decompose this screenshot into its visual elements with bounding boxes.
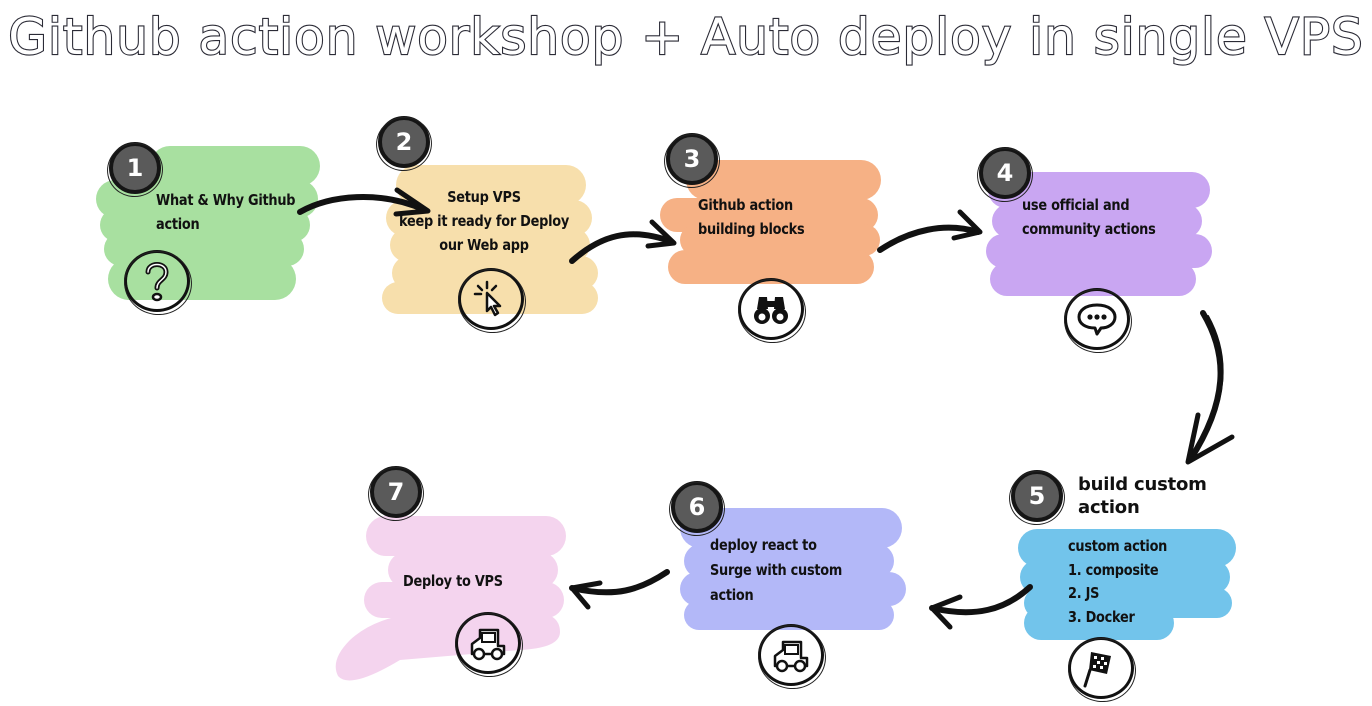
step-3-line: Github action [698,196,793,214]
step-5-heading-line: build custom [1078,474,1207,495]
arrow-1-to-2 [297,187,431,217]
step-1-label: What & Why Github action [156,188,295,236]
cursor-click-icon [458,268,524,330]
step-2-line: keep it ready for Deploy [398,212,570,230]
step-1-badge: 1 [109,142,161,194]
chat-bubble-icon [1064,288,1130,350]
step-1-line: action [156,215,200,233]
step-1-line: What & Why Github [156,191,296,209]
page-title: Github action workshop + Auto deploy in … [7,7,1364,67]
step-4-line: community actions [1022,220,1156,238]
step-3-blob [660,160,881,284]
step-2-label: Setup VPS keep it ready for Deploy our W… [395,185,574,257]
step-4-badge: 4 [979,147,1031,199]
step-5-blob [1018,529,1236,640]
step-7-blob [335,516,566,681]
step-7-badge: 7 [370,466,422,518]
arrow-6-to-7 [569,569,670,610]
step-3-line: building blocks [698,220,805,238]
step-3-badge: 3 [666,133,718,185]
step-6-blob [680,508,906,630]
arrow-4-to-5 [1185,310,1235,465]
step-5-line: 3. Docker [1068,607,1135,626]
step-5-line: custom action [1068,537,1168,555]
step-7-label: Deploy to VPS [403,569,503,593]
car-icon [758,624,824,686]
arrow-2-to-3 [569,219,677,264]
step-6-badge: 6 [671,481,723,533]
step-6-line: deploy react to [710,536,817,554]
step-5-label: custom action 1. composite 2. JS 3. Dock… [1068,535,1167,629]
step-4-line: use official and [1022,196,1130,214]
step-6-line: Surge with custom [710,561,843,579]
step-5-line: 1. composite [1068,560,1159,579]
step-2-line: our Web app [439,236,529,254]
binoculars-icon [738,278,804,340]
question-mark-icon [124,250,190,312]
step-4-label: use official and community actions [1022,193,1156,241]
step-2-line: Setup VPS [447,188,521,206]
step-6-line: action [710,586,754,604]
step-7-line: Deploy to VPS [403,572,503,590]
car-icon [455,612,521,674]
arrow-5-to-6 [929,584,1033,630]
arrow-3-to-4 [877,209,983,253]
step-4-blob [986,172,1212,296]
step-5-heading: build custom action [1078,473,1207,519]
step-5-badge: 5 [1011,470,1063,522]
checkered-flag-icon [1068,637,1134,699]
step-5-heading-line: action [1078,497,1140,518]
step-5-line: 2. JS [1068,584,1100,602]
step-2-badge: 2 [378,116,430,168]
step-6-label: deploy react to Surge with custom action [710,533,842,608]
step-3-label: Github action building blocks [698,193,805,241]
